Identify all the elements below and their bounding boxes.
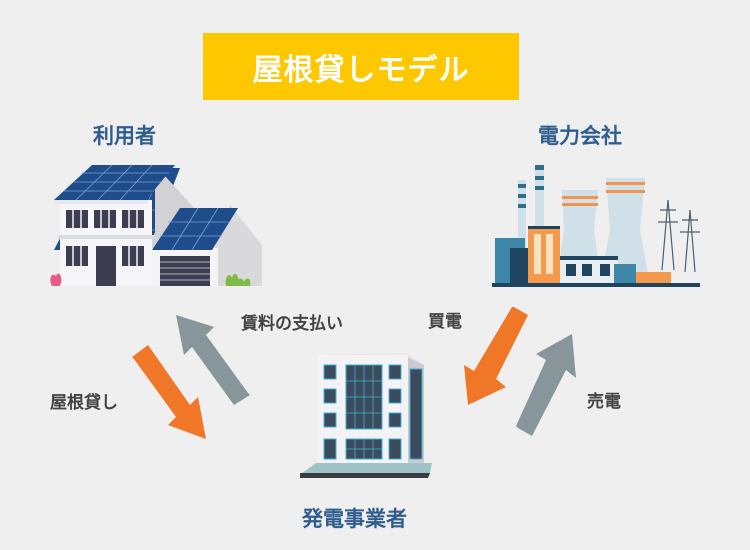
title-banner: 屋根貸しモデル — [203, 33, 519, 100]
orange-arrow-buy-power — [464, 307, 528, 405]
house-illustration — [50, 164, 262, 286]
diagram-title: 屋根貸しモデル — [252, 52, 470, 88]
orange-arrow-roof-lending — [132, 345, 206, 439]
power-company-label: 電力会社 — [538, 124, 622, 148]
roof-lending-label: 屋根貸し — [50, 393, 118, 413]
sell-power-label: 売電 — [587, 392, 621, 412]
generator-label: 発電事業者 — [302, 507, 407, 531]
power-plant-icon — [492, 165, 700, 287]
buy-power-label: 買電 — [428, 312, 462, 332]
gray-arrow-sell-power — [516, 334, 576, 436]
user-label: 利用者 — [93, 124, 156, 148]
gray-arrow-rent-payment — [176, 315, 250, 405]
office-building-icon — [300, 353, 432, 478]
rent-payment-label: 賃料の支払い — [241, 314, 343, 334]
